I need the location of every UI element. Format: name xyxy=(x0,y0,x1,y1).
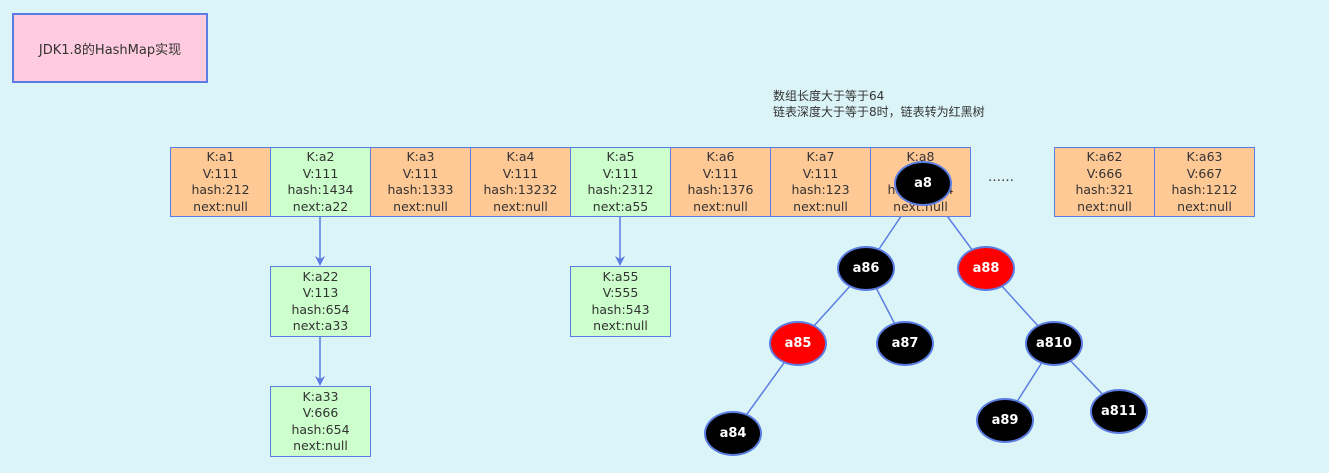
cell-hash: hash:654 xyxy=(291,421,350,437)
cell-hash: hash:543 xyxy=(591,301,650,317)
cell-value: V:111 xyxy=(402,165,439,181)
cell-hash: hash:2312 xyxy=(587,182,654,197)
cell-hash: hash:1333 xyxy=(387,182,454,197)
cell-next: next:null xyxy=(693,198,748,214)
cell-value: V:555 xyxy=(602,285,639,300)
array-cell-a4: K:a4 V:111 hash:13232 next:null xyxy=(470,147,571,217)
tree-node-a89: a89 xyxy=(976,398,1034,443)
cell-next: next:null xyxy=(1177,198,1232,214)
array-cell-a3: K:a3 V:111 hash:1333 next:null xyxy=(370,147,471,217)
cell-next: next:null xyxy=(393,198,448,214)
tree-node-a87: a87 xyxy=(876,321,934,366)
cell-value: V:111 xyxy=(302,165,339,181)
array-cell-a6: K:a6 V:111 hash:1376 next:null xyxy=(670,147,771,217)
cell-value: V:111 xyxy=(502,165,539,181)
tree-node-a8: a8 xyxy=(894,161,952,206)
tree-node-a85: a85 xyxy=(769,321,827,366)
list-node-a22: K:a22 V:113 hash:654 next:a33 xyxy=(270,266,371,337)
cell-hash: hash:321 xyxy=(1075,182,1134,197)
cell-key: K:a55 xyxy=(602,268,639,284)
list-node-a33: K:a33 V:666 hash:654 next:null xyxy=(270,386,371,457)
cell-key: K:a22 xyxy=(302,268,339,284)
cell-key: K:a8 xyxy=(906,149,935,164)
cell-hash: hash:13232 xyxy=(483,182,558,197)
tree-node-a811: a811 xyxy=(1090,389,1148,434)
cell-hash: hash:1212 xyxy=(1171,182,1238,197)
tree-node-a88: a88 xyxy=(957,246,1015,291)
cell-hash: hash:123 xyxy=(791,182,850,197)
cell-key: K:a33 xyxy=(302,388,339,404)
cell-value: V:666 xyxy=(302,405,339,420)
array-cell-a2: K:a2 V:111 hash:1434 next:a22 xyxy=(270,147,371,217)
cell-value: V:113 xyxy=(302,285,339,300)
treeify-note: 数组长度大于等于64 链表深度大于等于8时，链表转为红黑树 xyxy=(773,88,985,120)
cell-key: K:a7 xyxy=(806,149,835,164)
cell-value: V:667 xyxy=(1186,165,1223,181)
array-cell-a1: K:a1 V:111 hash:212 next:null xyxy=(170,147,271,217)
array-cell-a63: K:a63 V:667 hash:1212 next:null xyxy=(1154,147,1255,217)
cell-value: V:111 xyxy=(702,165,739,181)
tree-node-a84: a84 xyxy=(704,411,762,456)
cell-key: K:a2 xyxy=(306,149,335,164)
cell-hash: hash:1434 xyxy=(287,182,354,197)
cell-value: V:111 xyxy=(802,165,839,181)
cell-key: K:a6 xyxy=(706,149,735,164)
array-cell-a62: K:a62 V:666 hash:321 next:null xyxy=(1054,147,1155,217)
cell-next: next:null xyxy=(293,438,348,453)
tree-node-a86: a86 xyxy=(837,246,895,291)
cell-key: K:a3 xyxy=(406,149,435,164)
note-line-1: 数组长度大于等于64 xyxy=(773,89,885,103)
cell-key: K:a4 xyxy=(506,149,535,164)
cell-key: K:a62 xyxy=(1086,149,1123,164)
array-cell-a5: K:a5 V:111 hash:2312 next:a55 xyxy=(570,147,671,217)
cell-next: next:a33 xyxy=(292,318,349,333)
cell-hash: hash:1376 xyxy=(687,182,754,197)
list-node-a55: K:a55 V:555 hash:543 next:null xyxy=(570,266,671,337)
cell-key: K:a1 xyxy=(206,149,235,164)
array-cell-a7: K:a7 V:111 hash:123 next:null xyxy=(770,147,871,217)
cell-next: next:null xyxy=(1077,198,1132,214)
cell-next: next:null xyxy=(193,198,248,214)
cell-next: next:a55 xyxy=(592,198,649,214)
cell-next: next:null xyxy=(793,198,848,214)
cell-value: V:111 xyxy=(202,165,239,181)
tree-edges xyxy=(732,183,1120,434)
cell-key: K:a5 xyxy=(606,149,635,164)
cell-next: next:null xyxy=(493,198,548,214)
cell-hash: hash:654 xyxy=(291,301,350,317)
tree-node-a810: a810 xyxy=(1025,321,1083,366)
cell-next: next:null xyxy=(593,318,648,333)
cell-hash: hash:212 xyxy=(191,182,250,197)
diagram-title: JDK1.8的HashMap实现 xyxy=(12,13,208,83)
cell-key: K:a63 xyxy=(1186,149,1223,164)
cell-value: V:666 xyxy=(1086,165,1123,181)
array-ellipsis: …… xyxy=(988,170,1014,185)
cell-value: V:111 xyxy=(602,165,639,181)
note-line-2: 链表深度大于等于8时，链表转为红黑树 xyxy=(773,105,985,119)
cell-next: next:a22 xyxy=(292,198,349,214)
